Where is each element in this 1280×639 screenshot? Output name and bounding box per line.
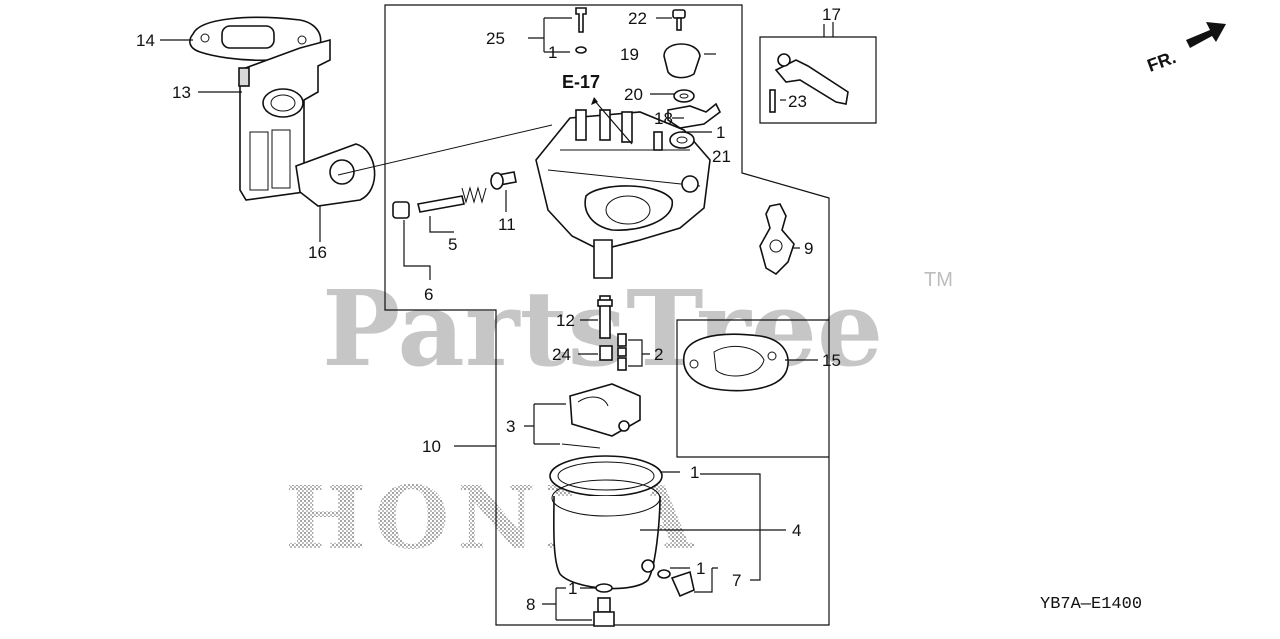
callout-18: 18 xyxy=(654,109,673,128)
cover-19 xyxy=(663,43,701,79)
callout-14: 14 xyxy=(136,31,155,50)
carburetor-body xyxy=(535,109,711,279)
callout-numbers: 14 13 16 25 1 22 19 20 18 1 21 17 23 11 … xyxy=(136,5,841,614)
jet-24 xyxy=(599,345,613,361)
small-fitting xyxy=(653,131,663,151)
callout-7: 7 xyxy=(732,571,741,590)
callout-13: 13 xyxy=(172,83,191,102)
main-jet-12 xyxy=(597,295,613,339)
gasket-15-bracket xyxy=(676,319,829,458)
diagram-code: YB7A—E1400 xyxy=(1040,595,1142,614)
diaphragm-18 xyxy=(667,102,722,129)
screw-25 xyxy=(575,7,587,54)
pilot-screw-5-6 xyxy=(392,186,487,219)
callout-10: 10 xyxy=(422,437,441,456)
gasket-16 xyxy=(295,143,376,207)
callout-9: 9 xyxy=(804,239,813,258)
callout-1-b: 1 xyxy=(716,123,725,142)
callout-15: 15 xyxy=(822,351,841,370)
throttle-stop-11 xyxy=(490,171,517,190)
needle-2 xyxy=(617,333,627,371)
carburetor-assembly-boundary xyxy=(384,4,830,626)
callout-21: 21 xyxy=(712,147,731,166)
callout-6: 6 xyxy=(424,285,433,304)
washer-20 xyxy=(673,89,695,103)
reference-label: E-17 xyxy=(562,72,600,92)
callout-20: 20 xyxy=(624,85,643,104)
lever-17-box xyxy=(759,36,877,124)
front-direction-indicator: FR. xyxy=(1145,22,1226,76)
callout-1-a: 1 xyxy=(548,43,557,62)
callout-23: 23 xyxy=(788,92,807,111)
reference-arrow xyxy=(593,99,633,145)
drain-screw-7 xyxy=(657,569,695,598)
insulator-13 xyxy=(238,38,331,201)
front-direction-label: FR. xyxy=(1145,47,1179,76)
callout-1-e: 1 xyxy=(568,579,577,598)
callout-3: 3 xyxy=(506,417,515,436)
callout-22: 22 xyxy=(628,9,647,28)
bolt-8 xyxy=(593,583,615,627)
callout-17: 17 xyxy=(822,5,841,24)
lever-9 xyxy=(759,203,795,276)
gasket-15 xyxy=(682,333,789,392)
callout-19: 19 xyxy=(620,45,639,64)
callout-4: 4 xyxy=(792,521,801,540)
callout-11: 11 xyxy=(498,215,516,234)
choke-lever-17 xyxy=(769,53,849,113)
callout-1-c: 1 xyxy=(690,463,699,482)
callout-16: 16 xyxy=(308,243,327,262)
callout-5: 5 xyxy=(448,235,457,254)
float-3 xyxy=(561,383,641,449)
callout-12: 12 xyxy=(556,311,575,330)
gasket-21 xyxy=(669,131,695,149)
trademark-mark: TM xyxy=(924,269,953,291)
leader-lines xyxy=(160,17,825,621)
float-chamber-4 xyxy=(549,455,663,590)
callout-8: 8 xyxy=(526,595,535,614)
gasket-14 xyxy=(189,16,322,62)
callout-2: 2 xyxy=(654,345,663,364)
callout-25: 25 xyxy=(486,29,505,48)
callout-24: 24 xyxy=(552,345,571,364)
callout-1-d: 1 xyxy=(696,559,705,578)
screw-22 xyxy=(672,9,686,31)
